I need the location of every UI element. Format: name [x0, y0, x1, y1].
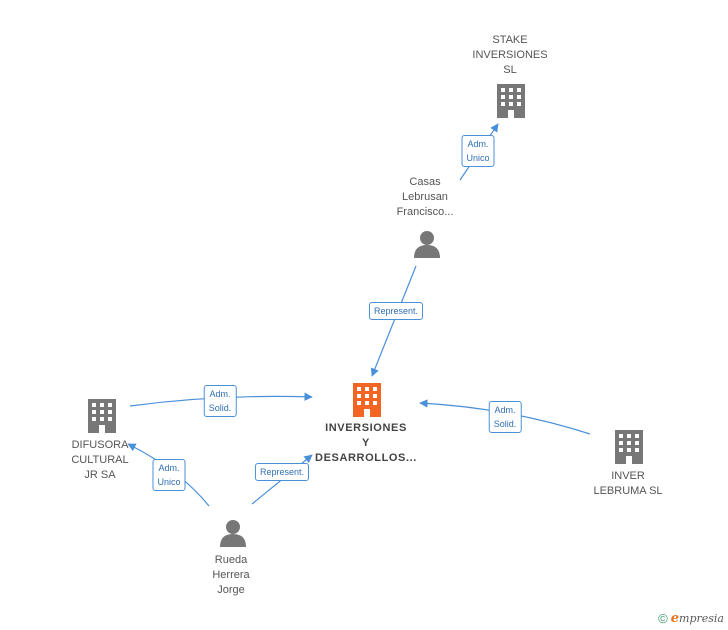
building-icon[interactable] — [88, 399, 116, 433]
node-label-rueda[interactable]: Rueda Herrera Jorge — [212, 554, 250, 596]
edge-label-casas-stake: Adm. Unico — [461, 135, 495, 167]
empresia-logo[interactable]: empresia — [670, 611, 724, 626]
node-label-inver[interactable]: INVER LEBRUMA SL — [593, 470, 663, 497]
node-label-casas[interactable]: Casas Lebrusan Francisco... — [396, 176, 454, 218]
person-icon[interactable] — [220, 520, 246, 547]
person-icon[interactable] — [414, 231, 440, 258]
building-icon[interactable] — [497, 84, 525, 118]
building-icon[interactable] — [353, 383, 381, 417]
edge-label-casas-main: Represent. — [368, 302, 424, 320]
edge-casas-main — [370, 265, 417, 377]
node-label-main[interactable]: INVERSIONES Y DESARROLLOS... — [315, 422, 417, 464]
node-label-difusora[interactable]: DIFUSORA CULTURAL JR SA — [71, 439, 129, 481]
building-icon[interactable] — [615, 430, 643, 464]
footer-brand: © empresia — [658, 611, 724, 626]
copyright-symbol: © — [658, 611, 668, 626]
edge-label-rueda-main: Represent. — [254, 463, 310, 481]
edge-label-rueda-difusora: Adm. Unico — [152, 459, 186, 491]
edge-label-inver-main: Adm. Solid. — [488, 401, 522, 433]
node-label-stake[interactable]: STAKE INVERSIONES SL — [472, 34, 548, 76]
edge-label-difusora-main: Adm. Solid. — [203, 385, 237, 417]
